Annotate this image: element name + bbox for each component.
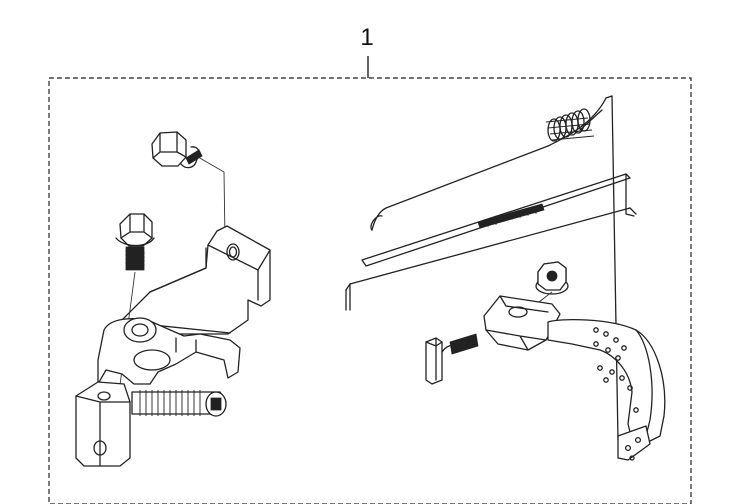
arm-end-tab [617, 425, 651, 461]
pivot-housing [75, 381, 131, 467]
kit-boundary-dashed-box [48, 77, 692, 504]
callout-number-1: 1 [360, 24, 374, 51]
throttle-spring [131, 390, 227, 417]
return-spring-wire [370, 95, 613, 231]
governor-rod [361, 173, 635, 267]
hex-bolt-long [115, 213, 155, 271]
adjustment-screw [425, 333, 479, 385]
left-assembly [75, 131, 271, 467]
control-bracket [483, 295, 561, 351]
curved-arm [547, 318, 666, 445]
vertical-link-rod [611, 95, 619, 441]
throttle-lever [97, 317, 241, 385]
flange-bolt-top [151, 131, 203, 169]
flange-nut [535, 261, 569, 295]
throttle-link-rod [345, 207, 637, 311]
right-assembly [345, 95, 666, 461]
